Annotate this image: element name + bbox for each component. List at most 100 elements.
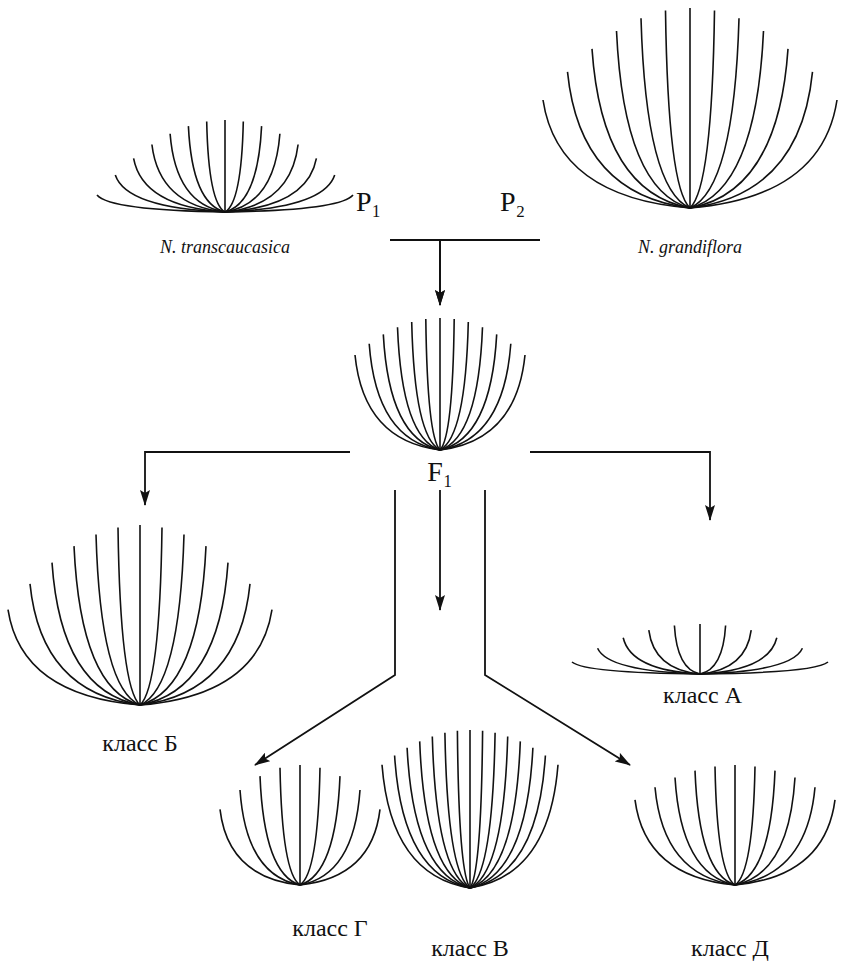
species-name: N. grandiflora — [638, 237, 742, 258]
corolla-node: класс А — [570, 520, 835, 712]
corolla-fan — [543, 8, 837, 208]
corolla-node: класс Г — [245, 765, 415, 945]
cross-arrow — [440, 240, 540, 305]
corolla-fan — [8, 525, 272, 705]
petal-vein — [735, 800, 835, 885]
petal-vein — [300, 768, 320, 885]
petal-vein — [440, 327, 483, 450]
petal-vein — [225, 126, 262, 212]
petal-vein — [470, 756, 545, 889]
petal-vein — [140, 584, 250, 705]
corolla-fan — [97, 120, 353, 212]
petal-vein — [735, 766, 755, 885]
petal-vein — [220, 809, 300, 885]
petal-vein — [440, 322, 468, 450]
petal-vein — [426, 319, 440, 450]
petal-vein — [689, 8, 691, 208]
parent-label: P₁ — [356, 186, 381, 218]
petal-vein — [140, 534, 184, 705]
cross-arrow — [530, 452, 710, 520]
petal-vein — [734, 765, 736, 885]
petal-vein — [690, 31, 764, 208]
petal-vein — [699, 624, 701, 674]
petal-vein — [674, 626, 700, 675]
petal-vein — [469, 730, 471, 888]
petal-vein — [457, 731, 470, 888]
petal-vein — [139, 525, 141, 705]
petal-vein — [382, 765, 470, 888]
petal-vein — [470, 741, 520, 888]
petal-vein — [690, 49, 788, 208]
petal-vein — [715, 766, 735, 885]
petal-vein — [140, 610, 272, 705]
corolla-node: класс В — [395, 610, 545, 965]
petal-vein — [700, 662, 828, 674]
species-name: N. transcaucasica — [160, 237, 290, 258]
petal-vein — [690, 72, 813, 208]
petal-vein — [655, 787, 735, 885]
parent-label: P₂ — [500, 186, 525, 218]
petal-vein — [543, 100, 690, 208]
petal-vein — [735, 771, 775, 885]
petal-vein — [299, 765, 301, 885]
corolla-fan — [220, 765, 380, 885]
corolla-node: класс Б — [5, 505, 275, 760]
corolla-node: N. grandiflora — [540, 2, 840, 262]
generation-label: F₁ — [427, 456, 452, 488]
petal-vein — [8, 610, 140, 705]
cross-arrow — [439, 490, 441, 610]
corolla-node: F₁ — [350, 305, 530, 490]
petal-vein — [225, 145, 298, 213]
petal-vein — [225, 158, 316, 212]
petal-vein — [140, 563, 228, 705]
petal-vein — [420, 741, 470, 888]
petal-vein — [440, 319, 454, 450]
petal-vein — [118, 527, 140, 705]
petal-vein — [598, 648, 700, 674]
petal-vein — [52, 563, 140, 705]
petal-vein — [440, 355, 525, 450]
petal-vein — [690, 18, 739, 208]
petal-vein — [224, 120, 226, 212]
petal-vein — [140, 527, 162, 705]
class-label: класс В — [431, 935, 509, 963]
cross-arrow — [485, 490, 630, 765]
cross-arrow — [255, 490, 395, 765]
petal-vein — [225, 134, 280, 212]
petal-vein — [470, 731, 483, 888]
corolla-fan — [572, 624, 828, 674]
petal-vein — [383, 334, 440, 450]
corolla-fan — [635, 765, 835, 885]
petal-vein — [470, 748, 533, 888]
petal-vein — [649, 630, 700, 674]
corolla-node: класс Д — [625, 765, 835, 965]
petal-vein — [280, 768, 300, 885]
cross-arrow — [390, 240, 440, 305]
petal-vein — [735, 787, 815, 885]
petal-vein — [225, 195, 353, 212]
petal-vein — [700, 638, 777, 674]
petal-vein — [152, 145, 225, 213]
petal-vein — [690, 100, 837, 208]
petal-vein — [470, 733, 495, 888]
petal-vein — [300, 776, 340, 885]
class-label: класс Б — [102, 730, 177, 758]
petal-vein — [300, 790, 360, 885]
class-label: класс А — [663, 682, 742, 710]
class-label: класс Г — [292, 915, 367, 943]
class-label: класс Д — [691, 935, 769, 963]
petal-vein — [440, 344, 511, 450]
petal-vein — [666, 11, 691, 208]
petal-vein — [140, 546, 206, 705]
cross-arrow — [145, 452, 350, 505]
petal-vein — [592, 49, 690, 208]
petal-vein — [700, 626, 726, 675]
corolla-node: N. transcaucasica — [60, 110, 390, 262]
petal-vein — [300, 809, 380, 885]
petal-vein — [470, 765, 558, 888]
petal-vein — [439, 318, 441, 450]
corolla-fan — [382, 730, 558, 888]
corolla-fan — [355, 318, 525, 450]
